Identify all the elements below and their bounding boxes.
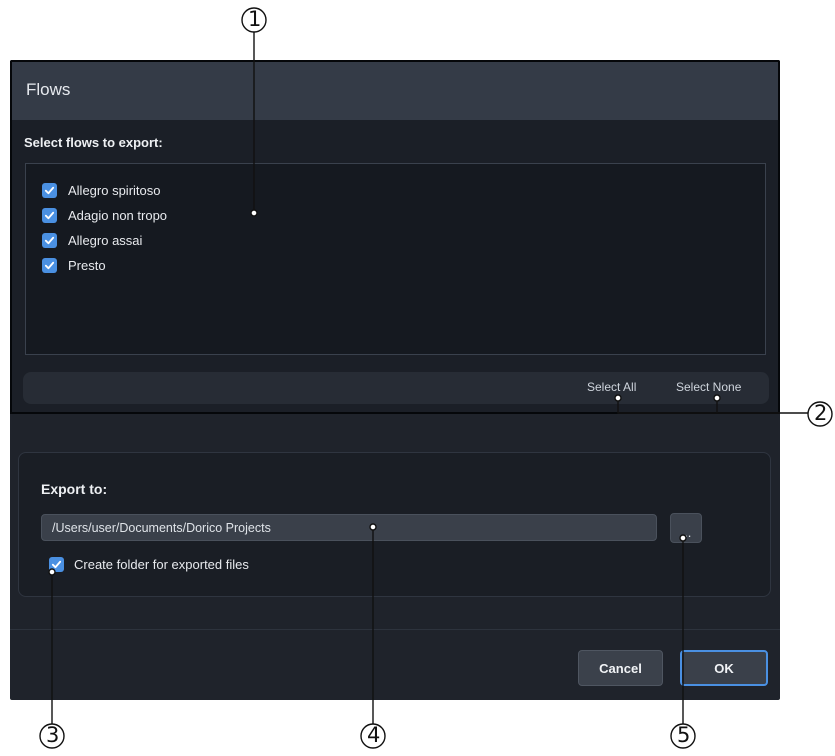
callout-number: 5 <box>677 723 691 747</box>
flows-list: Allegro spiritoso Adagio non tropo Alleg… <box>25 163 766 355</box>
flow-item-allegro-assai[interactable]: Allegro assai <box>26 228 765 253</box>
export-destination-section: Export to: ... Create folder for exporte… <box>18 452 771 597</box>
flow-item-adagio-non-tropo[interactable]: Adagio non tropo <box>26 203 765 228</box>
flow-label: Presto <box>68 258 106 273</box>
cancel-button[interactable]: Cancel <box>578 650 663 686</box>
select-all-button[interactable]: Select All <box>587 380 637 394</box>
flows-section-header: Flows <box>12 62 778 120</box>
checkmark-icon[interactable] <box>42 208 57 223</box>
create-folder-label: Create folder for exported files <box>74 557 249 572</box>
flows-section-title: Flows <box>26 80 71 99</box>
export-path-input[interactable] <box>41 514 657 541</box>
flow-item-presto[interactable]: Presto <box>26 253 765 278</box>
flow-label: Allegro assai <box>68 233 143 248</box>
select-none-button[interactable]: Select None <box>676 380 742 394</box>
callout-number: 3 <box>46 723 60 747</box>
flows-selection-bar: Select All Select None <box>23 372 769 404</box>
checkmark-icon[interactable] <box>42 233 57 248</box>
checkmark-icon[interactable] <box>49 557 64 572</box>
create-folder-option[interactable]: Create folder for exported files <box>49 557 249 572</box>
checkmark-icon[interactable] <box>42 258 57 273</box>
export-to-label: Export to: <box>41 481 108 497</box>
callout-number: 4 <box>367 723 381 747</box>
browse-button[interactable]: ... <box>670 513 702 543</box>
export-flows-dialog: Flows Select flows to export: Allegro sp… <box>10 60 780 700</box>
select-flows-label: Select flows to export: <box>24 135 163 150</box>
callout-number: 2 <box>814 401 828 425</box>
flow-label: Allegro spiritoso <box>68 183 161 198</box>
flows-panel: Flows Select flows to export: Allegro sp… <box>10 60 780 414</box>
flow-label: Adagio non tropo <box>68 208 168 223</box>
ok-button[interactable]: OK <box>680 650 768 686</box>
callout-number: 1 <box>248 7 262 31</box>
checkmark-icon[interactable] <box>42 183 57 198</box>
footer-divider <box>10 629 780 630</box>
flow-item-allegro-spiritoso[interactable]: Allegro spiritoso <box>26 178 765 203</box>
